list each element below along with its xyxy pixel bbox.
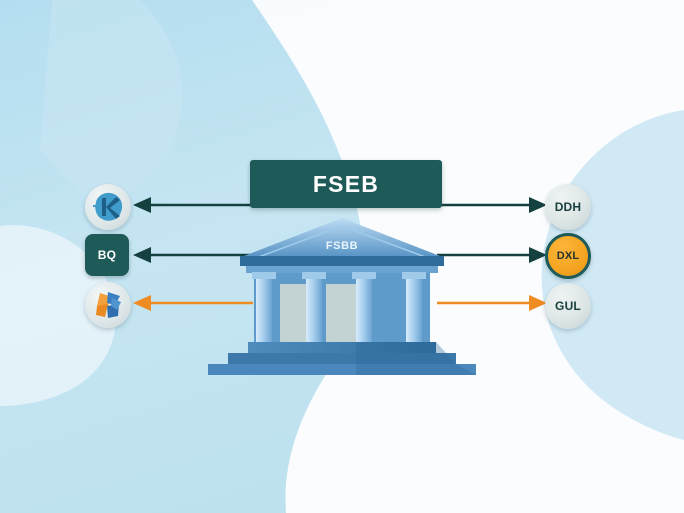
- right-node-3[interactable]: GUL: [545, 283, 591, 329]
- fseb-banner[interactable]: FSEB: [250, 160, 442, 208]
- white-blob-main: [252, 0, 684, 513]
- right-node-2[interactable]: DXL: [545, 233, 591, 279]
- orange-blue-shapes-glyph: [96, 292, 121, 318]
- arrow-row-1-right: [437, 190, 549, 220]
- left-node-3[interactable]: [85, 282, 131, 328]
- building-step-bottom: [208, 364, 476, 375]
- gul-badge[interactable]: GUL: [545, 283, 591, 329]
- building-step-mid: [228, 353, 456, 364]
- orange-blue-shapes-icon[interactable]: [85, 282, 131, 328]
- left-node-1[interactable]: [85, 184, 131, 230]
- bq-square-badge[interactable]: BQ: [85, 234, 129, 276]
- arrow-row-1-left: [131, 190, 253, 220]
- arrow-row-3-left: [131, 288, 253, 318]
- fseb-banner-label: FSEB: [312, 170, 380, 197]
- building-base-shadow: [356, 342, 476, 375]
- right-node-1[interactable]: DDH: [545, 184, 591, 230]
- blue-blob-k-icon[interactable]: [85, 184, 131, 230]
- building-pediment-label: FSBB: [326, 240, 358, 252]
- ddh-badge-label: DDH: [554, 200, 582, 214]
- left-node-2[interactable]: BQ: [85, 234, 131, 280]
- blue-blob-topleft: [40, 0, 183, 208]
- blue-blob-k-glyph: [93, 192, 123, 221]
- building-columns: [252, 272, 426, 345]
- dxl-badge[interactable]: DXL: [545, 233, 591, 279]
- building-architrave: [246, 266, 438, 273]
- building-step-top: [248, 342, 436, 353]
- building-pediment: [244, 218, 440, 256]
- arrow-row-3-right: [437, 288, 549, 318]
- arrow-row-2-left: [131, 240, 253, 270]
- bq-square-badge-label: BQ: [97, 248, 117, 262]
- building-entablature: [240, 256, 444, 266]
- arrow-row-2-right: [437, 240, 549, 270]
- dxl-badge-label: DXL: [556, 250, 580, 262]
- gul-badge-label: GUL: [555, 299, 581, 313]
- bank-building-illustration: FSBB: [208, 218, 476, 375]
- ddh-badge[interactable]: DDH: [545, 184, 591, 230]
